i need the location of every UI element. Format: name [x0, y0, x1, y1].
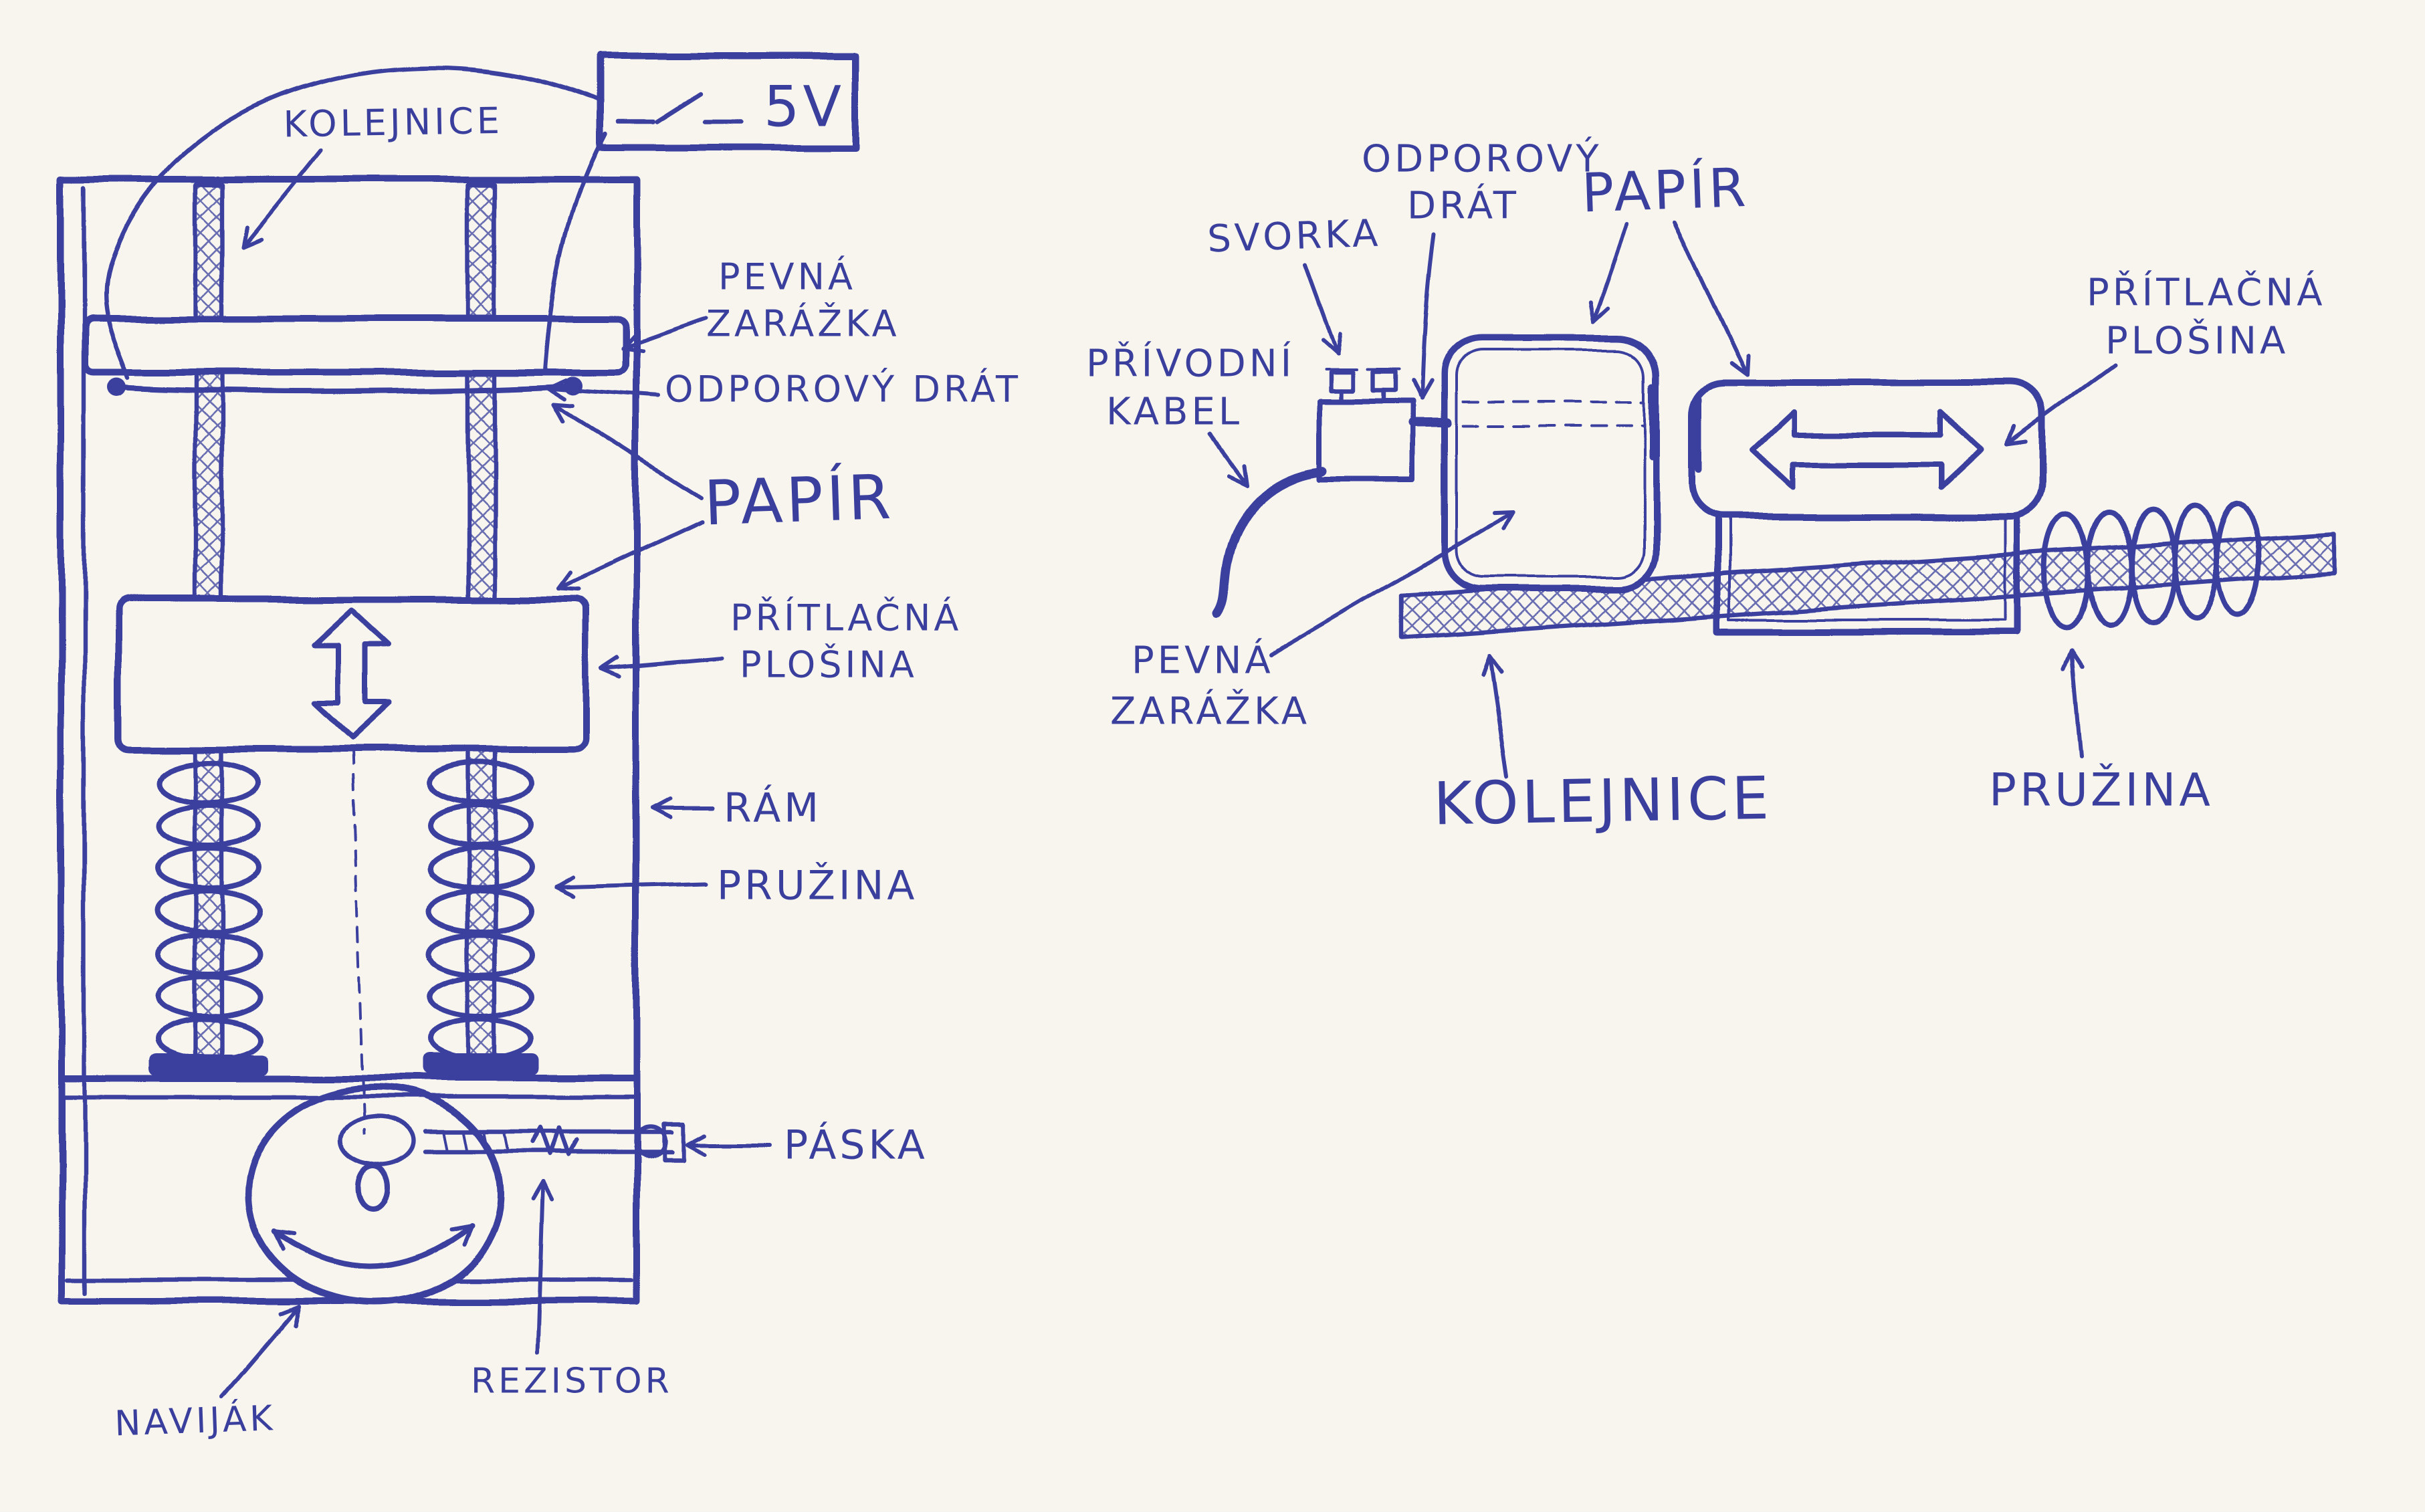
- supply-wire-right: [542, 132, 607, 374]
- label-rezistor: REZISTOR: [471, 1362, 673, 1402]
- spring-left: [155, 760, 262, 1063]
- rail-band: [1399, 530, 2337, 641]
- arrow-pritlacna-plosina: [600, 656, 724, 679]
- right-diagram: [1208, 220, 2337, 778]
- label-ram: RÁM: [724, 784, 822, 832]
- arrow-rezistor: [531, 1180, 554, 1354]
- label-privodni-kabel-1: PŘÍVODNÍ: [1086, 342, 1295, 386]
- label-kolejnice-right: KOLEJNICE: [1433, 764, 1773, 839]
- supply-wire-left: [103, 66, 603, 380]
- arrow-papir-upper: [552, 402, 703, 500]
- label-pritlacna-plosina-2: PLOŠINA: [740, 644, 918, 686]
- arrow-pritlacna-right: [2004, 362, 2118, 447]
- label-pevna-zarazka-right-2: ZARÁŽKA: [1110, 690, 1310, 734]
- arrow-pevna-zarazka-right: [1269, 509, 1517, 658]
- rotation-arrow-icon: [273, 1222, 473, 1269]
- up-down-arrow-icon: [312, 607, 392, 742]
- label-pruzina-right: PRUŽINA: [1989, 764, 2214, 817]
- arrow-kolejnice-right: [1479, 653, 1508, 778]
- power-box: [596, 53, 859, 151]
- left-diagram: [58, 53, 859, 1399]
- arrow-navijak: [220, 1303, 302, 1399]
- arrow-pruzina-right: [2062, 648, 2085, 760]
- label-pritlacna-right-1: PŘÍTLAČNÁ: [2087, 271, 2326, 315]
- left-right-arrow-icon: [1751, 409, 1984, 490]
- arrow-papir-lower: [557, 520, 703, 592]
- pressure-platform: [114, 596, 589, 753]
- winch: [245, 1084, 504, 1305]
- spring-left-base: [150, 1054, 268, 1076]
- label-odporovy-drat-right-2: DRÁT: [1407, 185, 1519, 228]
- arrow-odporovy-drat-right: [1410, 232, 1436, 401]
- spring-horizontal: [2042, 500, 2262, 631]
- arrow-papir-platform: [1673, 220, 1750, 377]
- label-papir-right: PAPÍR: [1580, 156, 1750, 225]
- tape: [423, 1121, 686, 1162]
- label-paska: PÁSKA: [784, 1121, 928, 1169]
- label-pevna-zarazka-1: PEVNÁ: [718, 256, 856, 298]
- label-odporovy-drat-right-1: ODPOROVÝ: [1362, 138, 1602, 181]
- arrow-pevna-zarazka: [621, 316, 708, 353]
- label-svorka: SVORKA: [1206, 211, 1382, 261]
- arrow-svorka: [1303, 263, 1343, 356]
- arrow-papir-block: [1588, 223, 1628, 324]
- switch-icon: [614, 92, 744, 124]
- label-pritlacna-plosina-1: PŘÍTLAČNÁ: [730, 597, 962, 639]
- supply-cable: [1212, 466, 1326, 618]
- arrow-kolejnice: [241, 148, 323, 249]
- winch-cord: [350, 748, 365, 1136]
- labels-right: SVORKA ODPOROVÝ DRÁT PAPÍR PŘÍTLAČNÁ PLO…: [1086, 138, 2326, 839]
- label-kolejnice: KOLEJNICE: [283, 100, 503, 146]
- slide-bracket: [1715, 513, 2020, 635]
- tape-resistor: [530, 1125, 579, 1157]
- label-navijak: NAVIJÁK: [114, 1398, 276, 1444]
- label-pritlacna-right-2: PLOŠINA: [2105, 320, 2289, 363]
- arrow-odporovy-drat: [546, 378, 660, 401]
- label-privodni-kabel-2: KABEL: [1106, 391, 1243, 434]
- fixed-stop-block: [1441, 334, 1659, 592]
- label-odporovy-drat: ODPOROVÝ DRÁT: [665, 368, 1021, 411]
- label-pruzina: PRUŽINA: [717, 861, 918, 909]
- label-power-voltage: 5V: [764, 74, 845, 140]
- label-pevna-zarazka-2: ZARÁŽKA: [706, 303, 900, 345]
- arrow-pruzina: [554, 875, 707, 898]
- pressure-platform-right: [1689, 379, 2046, 520]
- clamp: [1316, 368, 1415, 482]
- label-pevna-zarazka-right-1: PEVNÁ: [1132, 639, 1274, 683]
- label-papir: PAPÍR: [703, 461, 895, 540]
- base-bar: [58, 1075, 637, 1099]
- labels-left: KOLEJNICE 5V PEVNÁ ZARÁŽKA ODPOROVÝ DRÁT…: [114, 74, 1021, 1444]
- spring-right-base: [421, 1054, 539, 1076]
- arrow-privodni-kabel: [1208, 433, 1249, 487]
